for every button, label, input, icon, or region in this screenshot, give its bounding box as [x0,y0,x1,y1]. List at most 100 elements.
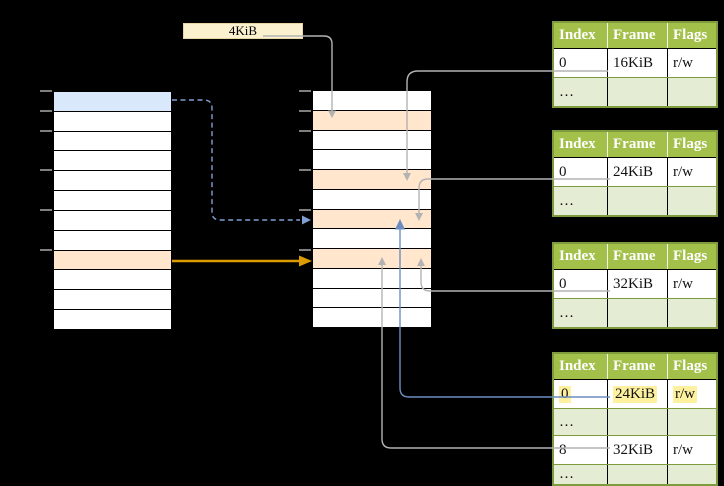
address-tick [299,90,311,92]
virtual-memory-row [54,191,171,211]
column-header: Index [554,354,608,379]
index-cell: 0 [554,158,608,186]
index-cell: … [554,299,608,327]
column-header: Flags [673,248,708,264]
address-tick [299,130,311,132]
index-cell: … [554,409,608,435]
index-cell: 0 [554,380,608,408]
flags-cell: r/w [673,275,693,292]
physical-memory-row [313,209,431,230]
column-header: Frame [608,244,668,269]
page-table-row: … [554,77,716,106]
page-size-label: 4KiB [183,23,303,39]
flags-cell: r/w [673,163,693,180]
physical-memory-row [313,170,431,190]
physical-memory-row [313,229,431,249]
address-tick [299,209,311,211]
virtual-memory-row [54,210,171,231]
flags-cell [668,299,716,327]
frame-cell: 16KiB [608,49,668,77]
column-header: Frame [608,354,668,379]
column-header: Frame [608,23,668,48]
page-table-row: … [554,298,716,327]
column-header: Index [554,244,608,269]
index-cell: 8 [554,436,608,464]
index-cell: … [554,465,608,484]
physical-memory-row [313,308,431,327]
flags-cell [668,187,716,215]
frame-cell: 24KiB [608,380,668,408]
virtual-memory-row [54,111,171,132]
address-tick [40,110,52,112]
virtual-memory-row [54,151,171,172]
virtual-memory-row [54,171,171,192]
frame-cell [608,409,668,435]
address-tick [40,90,52,92]
column-header: Index [554,23,608,48]
column-header: Flags [673,27,708,43]
physical-memory-row [313,189,431,210]
flags-cell [668,409,716,435]
virtual-memory-row [54,92,171,112]
physical-memory-column [312,90,432,328]
page-table-row: … [554,186,716,215]
frame-cell [608,187,668,215]
address-tick [40,130,52,132]
flags-cell: r/w [673,441,693,458]
index-cell: 0 [554,270,608,298]
address-tick [40,209,52,211]
physical-memory-row [313,110,431,131]
arrow-virtual-page-to-frame-32kib [172,255,312,267]
virtual-memory-row [54,250,171,271]
virtual-memory-row [54,270,171,291]
virtual-memory-row [54,310,171,329]
address-tick [299,110,311,112]
address-tick [40,169,52,171]
physical-memory-row [313,150,431,170]
address-tick [299,249,311,251]
physical-memory-row [313,91,431,111]
frame-cell [608,299,668,327]
column-header: Frame [608,132,668,157]
frame-cell: 24KiB [608,158,668,186]
index-cell: … [554,78,608,106]
address-tick [40,249,52,251]
frame-cell: 32KiB [608,270,668,298]
arrow-virtual-page-to-frame-24kib [172,99,311,225]
virtual-memory-row [54,290,171,311]
physical-memory-row [313,249,431,269]
virtual-memory-column [53,91,172,330]
index-cell: 0 [554,49,608,77]
frame-cell [608,78,668,106]
flags-cell [668,78,716,106]
page-table-row: … [554,464,716,484]
flags-cell: r/w [673,54,693,71]
index-cell: … [554,187,608,215]
column-header: Flags [673,358,708,374]
virtual-memory-row [54,230,171,251]
address-tick [299,169,311,171]
page-table-row: … [554,408,716,435]
frame-cell: 32KiB [608,436,668,464]
physical-memory-row [313,268,431,289]
frame-cell [608,465,668,484]
physical-memory-row [313,288,431,309]
column-header: Index [554,132,608,157]
virtual-memory-row [54,131,171,152]
flags-cell [668,465,716,484]
flags-cell: r/w [673,385,697,403]
